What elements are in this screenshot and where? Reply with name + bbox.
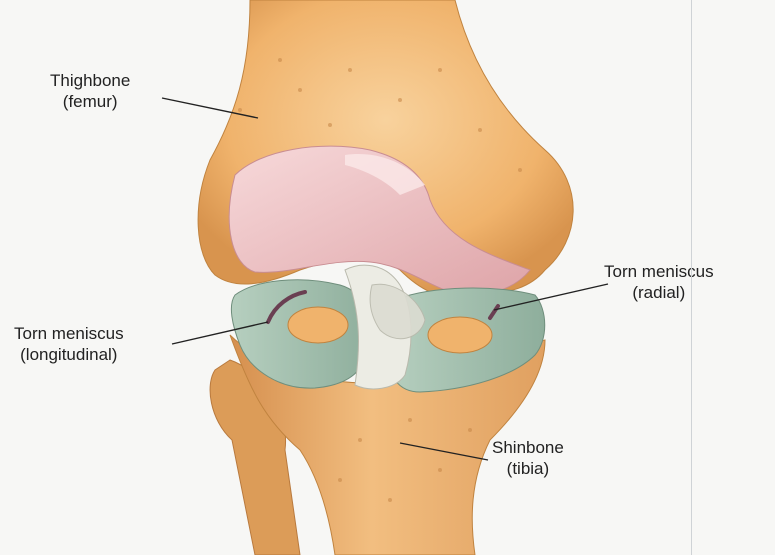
label-radial: Torn meniscus (radial) (604, 261, 714, 303)
meniscus-right-hole (428, 317, 492, 353)
label-radial-line1: Torn meniscus (604, 261, 714, 282)
label-tibia-line1: Shinbone (492, 437, 564, 458)
label-longitudinal-line1: Torn meniscus (14, 323, 124, 344)
label-femur-line2: (femur) (50, 91, 130, 112)
label-femur-line1: Thighbone (50, 70, 130, 91)
page-edge-line (691, 0, 692, 555)
meniscus-left-hole (288, 307, 348, 343)
label-longitudinal-line2: (longitudinal) (14, 344, 124, 365)
label-radial-line2: (radial) (604, 282, 714, 303)
label-tibia-line2: (tibia) (492, 458, 564, 479)
label-tibia: Shinbone (tibia) (492, 437, 564, 479)
label-femur: Thighbone (femur) (50, 70, 130, 112)
label-longitudinal: Torn meniscus (longitudinal) (14, 323, 124, 365)
